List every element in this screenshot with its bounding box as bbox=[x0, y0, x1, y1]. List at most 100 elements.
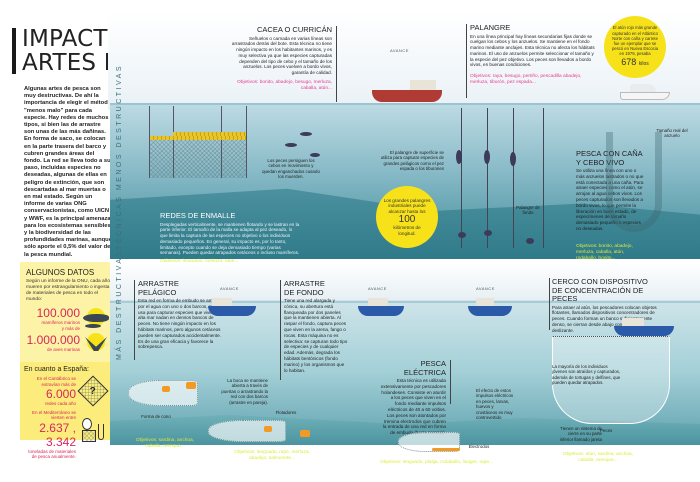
algunos-datos-content: ALGUNOS DATOS Según un informe de la ONU… bbox=[26, 268, 110, 353]
fish-icon bbox=[456, 150, 462, 164]
fish-icon bbox=[510, 152, 516, 166]
cacea-divider bbox=[336, 26, 337, 102]
intro-paragraph: Algunas artes de pesca son muy destructi… bbox=[24, 86, 112, 258]
electrica-title: PESCA ELÉCTRICA bbox=[403, 359, 446, 377]
cerco-objectives: Objetivos: atún, sardina, anchoa, caball… bbox=[562, 452, 634, 463]
record-value: 678 bbox=[621, 56, 637, 67]
fish-icon bbox=[285, 143, 297, 147]
record-unit: kilos bbox=[638, 60, 649, 67]
stat-birds-value: 1.000.000 bbox=[26, 333, 80, 348]
fondo-block: ARRASTRE DE FONDO Tiene una red alargada… bbox=[284, 279, 348, 373]
purse-seine-net bbox=[552, 336, 670, 424]
palangre-objectives: Objetivos: raya, besugo, pertiño, pescad… bbox=[470, 74, 582, 86]
trawl-door bbox=[300, 430, 310, 437]
cacea-title: CACEA O CURRICÁN bbox=[256, 25, 332, 34]
gillnet-line bbox=[149, 106, 150, 178]
fondo-objectives: Objetivos: lenguado, rape, merluza, abad… bbox=[234, 450, 310, 461]
longline-vertical bbox=[513, 108, 514, 248]
electrica-divider bbox=[450, 360, 451, 404]
pelagico-divider bbox=[134, 280, 135, 360]
closure-note: Tienen un sistema de cierre en su parte … bbox=[559, 426, 602, 442]
record-circle: El atún rojo más grande capturado en el … bbox=[604, 16, 666, 78]
trawl-door bbox=[162, 386, 170, 392]
electric-net bbox=[398, 432, 460, 452]
palangre-bottom-note: Palangre de fondo bbox=[516, 205, 540, 216]
whale-icon bbox=[83, 307, 109, 330]
gillnet-floats bbox=[150, 136, 246, 140]
stat-birds-label: de aves marinas bbox=[46, 347, 80, 353]
float-note: Flotadores bbox=[275, 410, 297, 415]
cacea-block: CACEA O CURRICÁN Señuelos o carnada en v… bbox=[230, 25, 332, 92]
palangre-circle-text: Los grandes palangres industriales puede… bbox=[383, 197, 431, 214]
fish-icon bbox=[310, 153, 320, 157]
juveniles-note: La mayoría de los individuos jóvenes son… bbox=[552, 364, 621, 386]
pelagico-objectives: Objetivos: sardina, anchoa, caballa, are… bbox=[135, 438, 195, 449]
fish-icon bbox=[300, 132, 312, 136]
longline-vertical bbox=[543, 108, 544, 248]
electrica-text: Esta técnica es utilizada extensivamente… bbox=[380, 378, 446, 436]
gillnet-line bbox=[173, 106, 174, 178]
palangre-surface-note: El palangre de superficie se utiliza par… bbox=[380, 150, 444, 172]
palangre-block: PALANGRE En una línea principal hay líne… bbox=[470, 23, 598, 86]
espana-content: En cuanto a España: En el Cantábrico se … bbox=[24, 366, 110, 460]
stat-mammals-suffix: y más de bbox=[61, 325, 80, 331]
cacea-text: Señuelos o carnada en varias líneas son … bbox=[231, 35, 332, 76]
electrica-objectives: Objetivos: lenguado, platija, rodaballo,… bbox=[380, 460, 494, 465]
bottom-trawl-net bbox=[208, 420, 286, 442]
gillnet-line bbox=[246, 106, 247, 178]
electrodes-label: Electrodos bbox=[468, 444, 490, 449]
title-accent-bar bbox=[12, 28, 16, 74]
electrica-block: PESCA ELÉCTRICA Esta técnica es utilizad… bbox=[380, 359, 446, 436]
cacea-objectives: Objetivos: bonito, abadejo, besugo, merl… bbox=[237, 80, 332, 92]
palangre-title: PALANGRE bbox=[470, 23, 511, 32]
pelagico-block: ARRASTRE PELÁGICO Esta red en forma de e… bbox=[138, 279, 222, 350]
electrode-bar bbox=[432, 448, 460, 451]
hook-icon bbox=[606, 132, 662, 232]
fish-icon bbox=[458, 232, 466, 238]
electric-effect-note: El efecto de estos impulsos eléctricos e… bbox=[476, 388, 514, 421]
cerco-title-1: CERCO CON DISPOSITIVO bbox=[552, 277, 648, 286]
algunos-datos-text: Según un informe de la ONU, cada año mue… bbox=[26, 279, 110, 302]
pelagico-title-2: PELÁGICO bbox=[138, 287, 177, 297]
palangre-divider bbox=[466, 24, 467, 98]
fondo-title-1: ARRASTRE bbox=[284, 279, 325, 288]
palangre-length-circle: Los grandes palangres industriales puede… bbox=[376, 186, 438, 248]
avance-label: AVANCE bbox=[476, 286, 495, 291]
avance-label: AVANCE bbox=[390, 48, 409, 53]
avance-label: AVANCE bbox=[368, 286, 387, 291]
fishing-gear-icon bbox=[82, 417, 106, 444]
gillnet-floats bbox=[173, 132, 246, 136]
fish-icon bbox=[484, 150, 490, 164]
enmalle-title: REDES DE ENMALLE bbox=[160, 211, 236, 220]
fondo-title-2: DE FONDO bbox=[284, 287, 324, 297]
hook-size-note: Tamaño real del anzuelo bbox=[656, 128, 688, 139]
cerco-divider bbox=[549, 278, 550, 330]
fish-note: Peces bbox=[600, 428, 613, 433]
algunos-datos-title: ALGUNOS DATOS bbox=[26, 268, 95, 277]
bird-icon bbox=[83, 333, 109, 353]
enmalle-block: REDES DE ENMALLE Desplegadas verticalmen… bbox=[160, 211, 300, 265]
enmalle-objectives: Objetivos: lenguado, merluza, rape... bbox=[160, 259, 300, 265]
longline-vertical bbox=[461, 108, 462, 248]
curricán-note: Los peces persiguen los cebos en movimie… bbox=[262, 158, 320, 180]
mediterraneo-label: toneladas de materiales de pesca anualme… bbox=[28, 448, 76, 460]
cantabrico-label: redes cada año bbox=[44, 401, 76, 406]
cantabrico-text: En el Cantábrico se extravían más de bbox=[36, 376, 76, 387]
bottom-waterline bbox=[110, 301, 700, 303]
enmalle-text: Desplegadas verticalmente, se mantienen … bbox=[160, 221, 300, 256]
cerco-text: Para atraer al atún, los pescadores colo… bbox=[552, 304, 657, 333]
mediterraneo-value-2: 3.342 bbox=[45, 434, 76, 449]
cana-title-2: Y CEBO VIVO bbox=[576, 157, 625, 167]
palangre-text: En una línea principal hay líneas secund… bbox=[470, 33, 595, 68]
stat-mammals-value: 100.000 bbox=[36, 306, 80, 320]
palangre-circle-unit: kilómetros de longitud. bbox=[393, 225, 421, 236]
lost-net-icon: ? bbox=[77, 375, 109, 407]
gillnet-mesh bbox=[150, 140, 246, 178]
pelagico-title-1: ARRASTRE bbox=[138, 279, 179, 288]
cerco-title-2: DE CONCENTRACIÓN DE PECES bbox=[552, 285, 644, 303]
mediterraneo-text: En el Mediterráneo se vierten entre bbox=[31, 409, 76, 421]
espana-box bbox=[20, 362, 112, 440]
sport-boat bbox=[620, 82, 670, 102]
top-waterline bbox=[110, 103, 700, 105]
gillnet-line bbox=[221, 106, 222, 178]
